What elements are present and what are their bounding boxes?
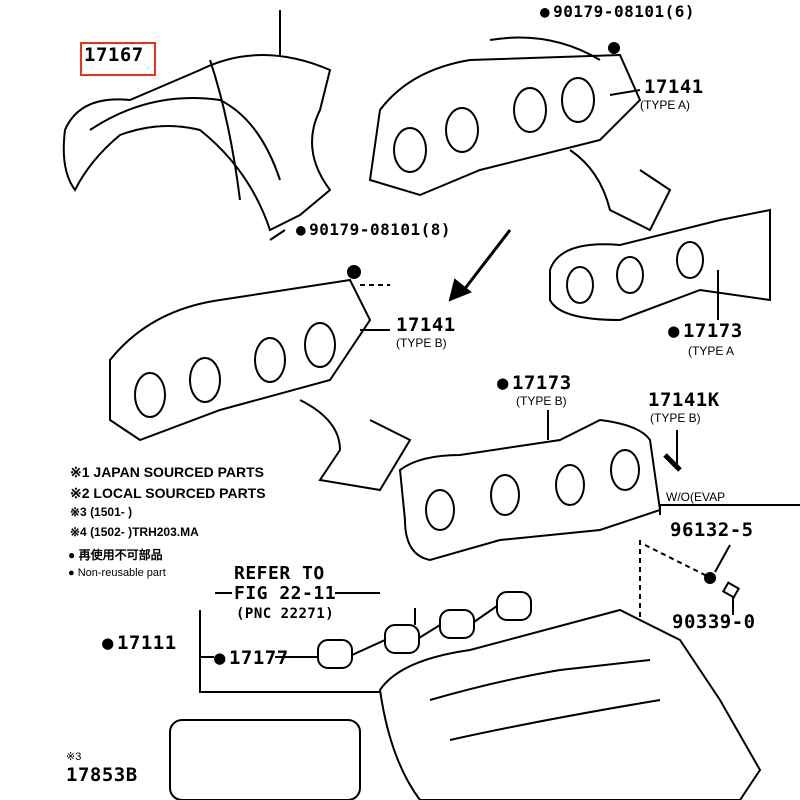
- bolt-top-label[interactable]: 90179-08101(6): [540, 2, 695, 21]
- bolt-mid-label[interactable]: 90179-08101(8): [296, 220, 451, 239]
- part-17853b-label[interactable]: 17853B: [66, 764, 138, 786]
- note-1: ※1 JAPAN SOURCED PARTS: [70, 464, 265, 480]
- type-b-stud-label: (TYPE B): [650, 411, 701, 425]
- note-4: ※4 (1502- )TRH203.MA: [70, 525, 199, 539]
- heat-insulator-drawing: [62, 54, 332, 232]
- refer-line2[interactable]: FIG 22-11: [234, 583, 337, 604]
- intake-gasket-drawing: [317, 591, 532, 669]
- refer-line1[interactable]: REFER TO: [234, 563, 325, 584]
- legend-en: ● Non-reusable part: [68, 567, 166, 579]
- part-17177-label[interactable]: 17177: [214, 647, 289, 669]
- highlight-box: [80, 42, 156, 76]
- type-b-gasket-label: (TYPE B): [516, 394, 567, 408]
- legend-jp: ● 再使用不可部品: [68, 548, 163, 562]
- part-17141-type-b-label[interactable]: 17141: [396, 314, 456, 336]
- intake-manifold-drawing: [169, 608, 762, 800]
- wo-evap-label: W/O(EVAP: [666, 490, 726, 504]
- note-2: ※2 LOCAL SOURCED PARTS: [70, 485, 266, 501]
- exhaust-manifold-type-b-drawing: [109, 278, 412, 492]
- part-90339-label[interactable]: 90339-0: [672, 611, 756, 633]
- part-96132-label[interactable]: 96132-5: [670, 519, 754, 541]
- type-a-label: (TYPE A): [640, 98, 691, 112]
- part-17173-type-b-label[interactable]: 17173: [497, 372, 572, 394]
- part-17167-label[interactable]: 17167: [84, 44, 144, 66]
- type-b-label: (TYPE B): [396, 336, 447, 350]
- part-17141k-label[interactable]: 17141K: [648, 389, 720, 411]
- refer-line3: (PNC 22271): [236, 606, 335, 622]
- part-17141-type-a-label[interactable]: 17141: [644, 76, 704, 98]
- part-17173-type-a-label[interactable]: 17173: [668, 320, 743, 342]
- type-a-gasket-label: (TYPE A: [688, 344, 735, 358]
- exhaust-manifold-type-a-drawing: [368, 36, 672, 232]
- part-17111-label[interactable]: 17111: [102, 632, 177, 654]
- part-17853b-mark: ※3: [66, 751, 82, 763]
- note-3: ※3 (1501- ): [70, 505, 133, 519]
